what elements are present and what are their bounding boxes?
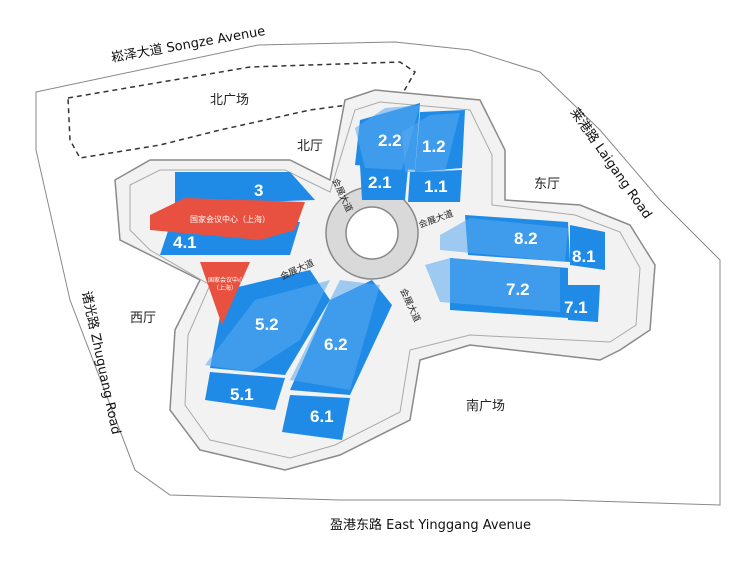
nec-small-label-line2: （上海） xyxy=(213,284,237,292)
hall-label-8-2: 8.2 xyxy=(514,229,538,248)
building-outline-inner xyxy=(129,101,641,459)
hall-label-7-2: 7.2 xyxy=(506,280,530,299)
north-hall-label: 北厅 xyxy=(297,139,323,154)
hall-label-7-1: 7.1 xyxy=(564,298,588,317)
hall-labels: 2.2 1.2 2.1 1.1 3 4.1 8.2 8.1 7.2 7.1 5.… xyxy=(173,131,596,426)
hall-label-2-2: 2.2 xyxy=(378,131,402,150)
north-plaza-label: 北广场 xyxy=(210,93,249,108)
hall-label-4-1: 4.1 xyxy=(173,233,197,252)
west-hall-label: 西厅 xyxy=(130,311,156,326)
hall-label-1-2: 1.2 xyxy=(422,137,446,156)
hall-2-1 xyxy=(360,165,408,200)
hall-3 xyxy=(175,172,315,205)
translucent-overlays xyxy=(205,105,568,390)
hall-label-5-2: 5.2 xyxy=(255,315,279,334)
north-plaza-outline xyxy=(67,61,417,159)
road-label-south: 盈港东路 East Yinggang Avenue xyxy=(330,517,531,533)
hall-5-1 xyxy=(205,372,285,410)
hall-label-2-1: 2.1 xyxy=(368,173,392,192)
nec-small-block xyxy=(200,262,250,325)
central-hub xyxy=(325,186,419,280)
nec-small-label-line1: 国家会议中心 xyxy=(208,276,244,284)
hall-7-1 xyxy=(568,285,600,322)
nec-banner-label: 国家会议中心（上海） xyxy=(190,214,270,224)
hall-label-3: 3 xyxy=(254,181,263,200)
nec-banner-block xyxy=(150,198,305,240)
hall-label-6-2: 6.2 xyxy=(324,335,348,354)
hall-1-1 xyxy=(408,170,462,202)
hall-label-6-1: 6.1 xyxy=(310,407,334,426)
hall-8-1 xyxy=(570,225,605,270)
hall-label-5-1: 5.1 xyxy=(230,385,254,404)
south-plaza-label: 南广场 xyxy=(466,398,505,414)
east-hall-label: 东厅 xyxy=(534,177,560,192)
hall-6-1 xyxy=(282,395,350,440)
hall-label-1-1: 1.1 xyxy=(424,177,448,196)
hall-label-8-1: 8.1 xyxy=(572,247,596,266)
